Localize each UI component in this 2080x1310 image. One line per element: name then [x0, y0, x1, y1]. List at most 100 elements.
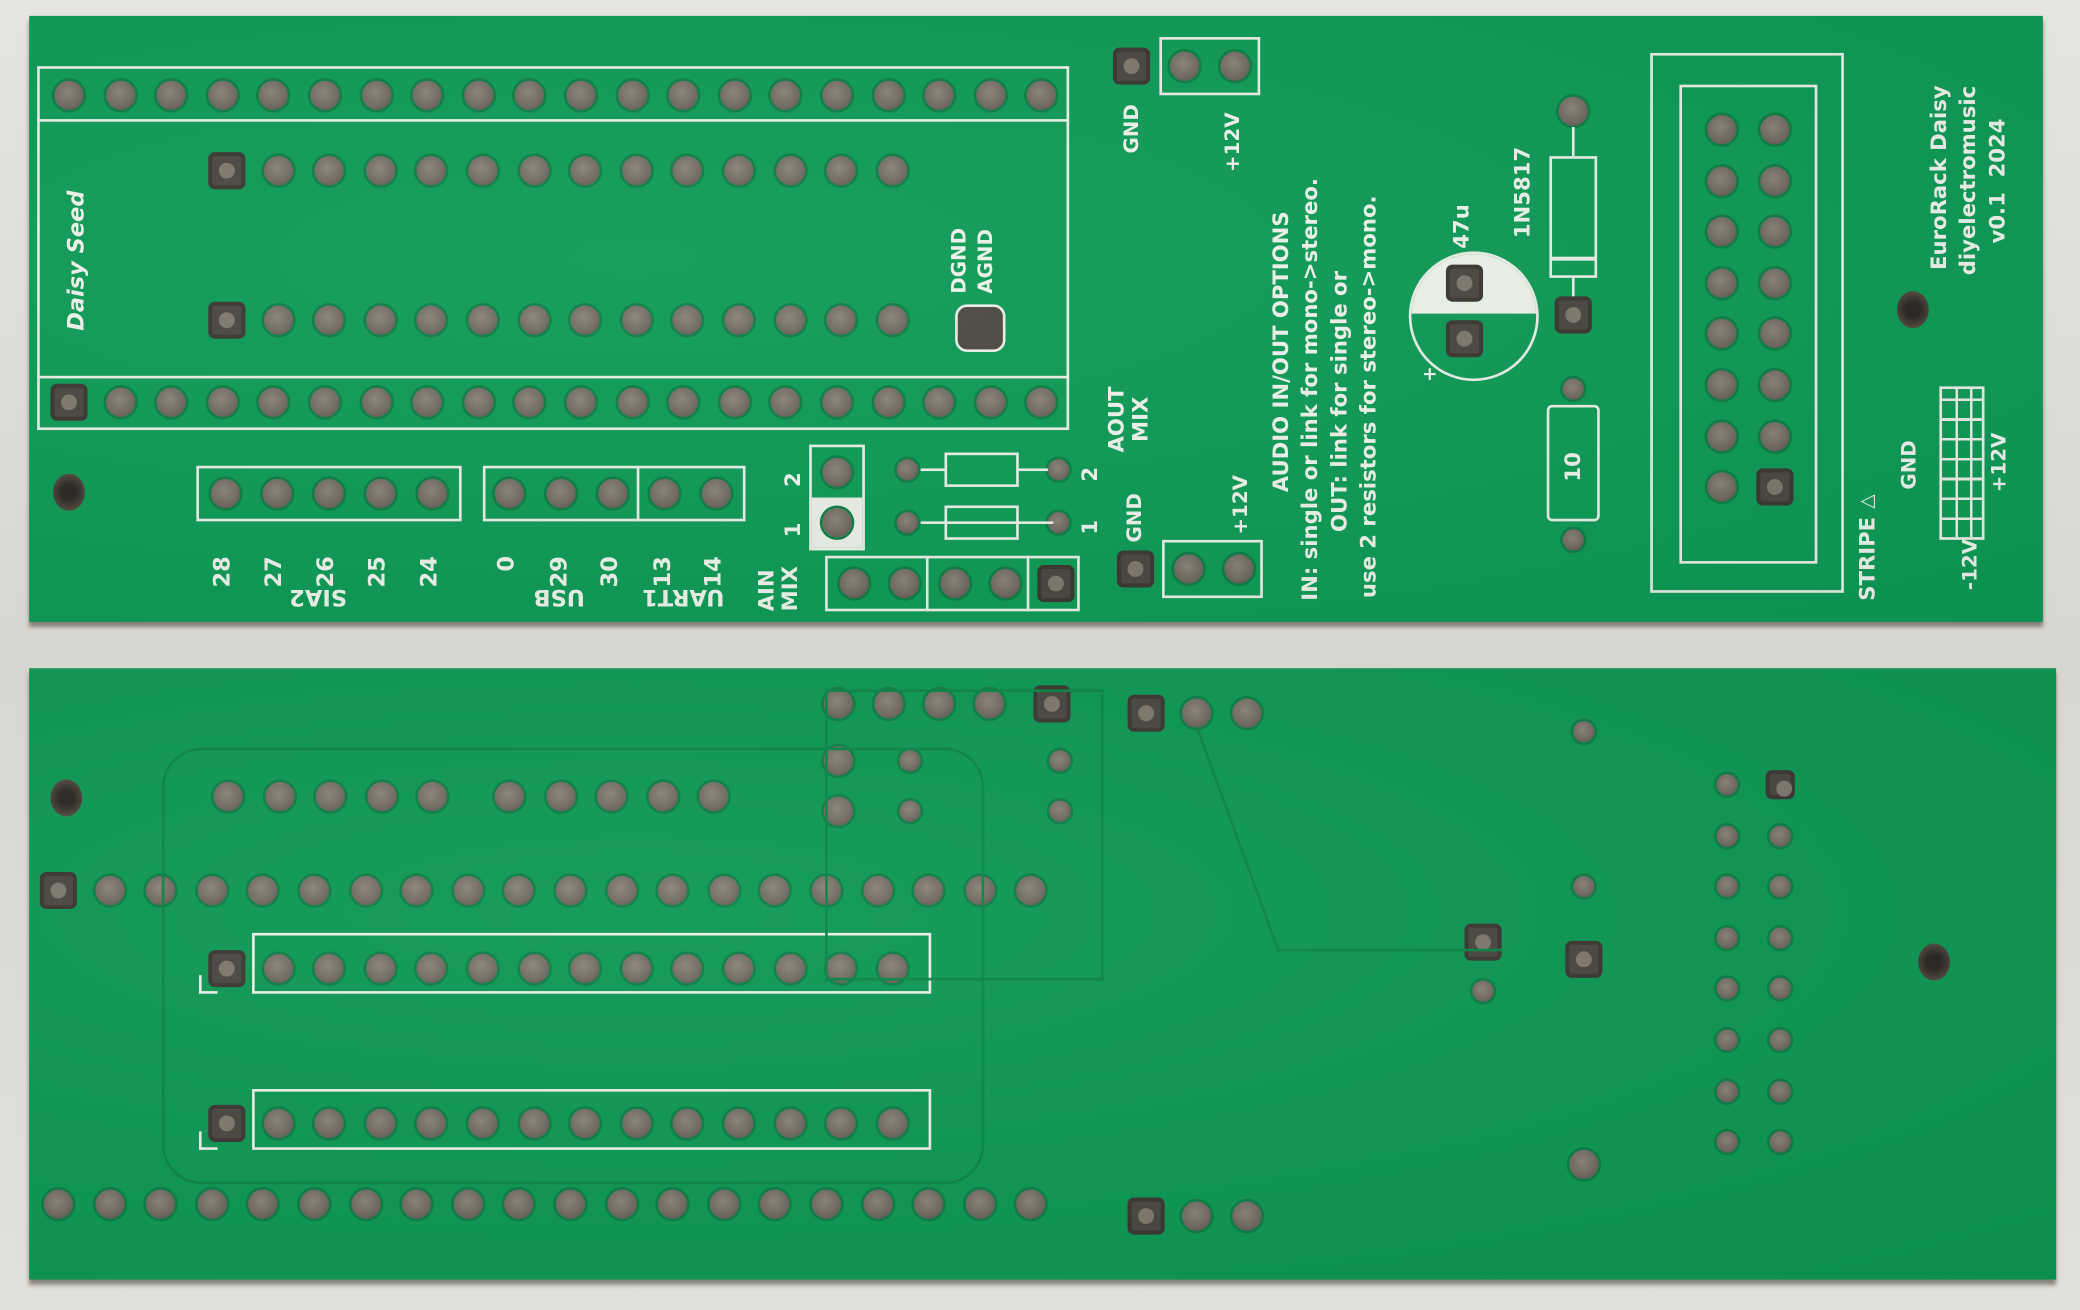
- solder-pad: [212, 954, 242, 984]
- uart1-group-label: UART1: [642, 583, 725, 611]
- solder-pad: [775, 156, 805, 186]
- solder-pad: [724, 156, 754, 186]
- power-top-gnd-label: GND: [1119, 104, 1144, 154]
- silk-divider: [636, 465, 640, 522]
- solder-pad: [1037, 689, 1067, 719]
- solder-pad: [299, 1189, 329, 1219]
- aout-mix-label: MIX: [1127, 396, 1153, 442]
- power-bottom-outline: [1162, 539, 1263, 599]
- solder-pad: [519, 305, 549, 335]
- solder-pad: [263, 156, 293, 186]
- idc-header-pin: [1760, 370, 1790, 400]
- solder-pad: [417, 1108, 447, 1138]
- idc-header-pin: [1760, 166, 1790, 196]
- solder-pad: [566, 387, 596, 417]
- solder-pad: [826, 1108, 856, 1138]
- solder-pad: [94, 1189, 125, 1219]
- solder-pad: [555, 875, 585, 906]
- diode-pin-cathode: [1558, 300, 1588, 330]
- copper-trace: [161, 747, 985, 1185]
- solder-pad: [1027, 80, 1057, 110]
- solder-pad: [402, 875, 432, 906]
- solder-pad: [519, 156, 549, 186]
- silk-corner: [198, 1131, 202, 1150]
- legend-plus12-label: +12V: [1987, 432, 2012, 493]
- solder-pad: [504, 1189, 534, 1219]
- solder-pad: [555, 1189, 585, 1219]
- solder-pad: [545, 782, 576, 812]
- power-bottom-pin: [1173, 554, 1204, 584]
- solder-pad: [453, 875, 483, 906]
- power-top-pin: [1220, 51, 1250, 81]
- power-bottom-gnd-pin: [1120, 554, 1151, 584]
- solder-pad: [1573, 721, 1595, 743]
- diode-outline: [1549, 156, 1598, 278]
- bottom-header-a-outline: [252, 932, 932, 994]
- idc-header-pin: [1760, 115, 1790, 145]
- solder-pad: [417, 479, 448, 509]
- solder-pad: [314, 479, 344, 509]
- brand-line-1: EuroRack Daisy: [1926, 85, 1952, 270]
- sia2-pin-25: 25: [364, 556, 392, 588]
- solder-pad: [811, 1189, 842, 1219]
- idc-header-pin: [1707, 115, 1737, 145]
- solder-pad: [720, 80, 750, 110]
- idc-header-pin: [1716, 876, 1738, 898]
- ain-label: AIN: [753, 569, 779, 612]
- daisy-seed-label: Daisy Seed: [63, 190, 91, 331]
- aout-resistor-pad: [896, 512, 918, 534]
- idc-header-pin: [1707, 166, 1737, 196]
- solder-pad: [248, 1189, 278, 1219]
- audio-options-out1: OUT: link for single or: [1326, 270, 1352, 532]
- solder-pad: [264, 782, 294, 812]
- solder-pad: [417, 305, 447, 335]
- solder-pad: [621, 156, 652, 186]
- idc-header-pin: [1769, 978, 1791, 1000]
- solder-pad: [367, 782, 397, 812]
- solder-pad: [263, 1108, 293, 1138]
- idc-header-pin: [1707, 217, 1737, 247]
- solder-pad: [468, 954, 498, 984]
- audio-options-title: AUDIO IN/OUT OPTIONS: [1268, 211, 1294, 493]
- solder-pad: [259, 387, 289, 417]
- capacitor-pin-pos: [1449, 324, 1480, 354]
- solder-pad: [412, 80, 442, 110]
- dgnd-label: DGND: [947, 227, 972, 294]
- solder-pad: [1181, 698, 1212, 728]
- aout-pin-1-label: 1: [1077, 519, 1103, 535]
- diode-pin-anode: [1558, 96, 1588, 126]
- solder-pad: [417, 156, 447, 186]
- power-top-gnd-pin: [1116, 51, 1147, 81]
- solder-pad: [299, 875, 329, 906]
- solder-pad: [1232, 1201, 1262, 1231]
- solder-pad: [607, 875, 637, 906]
- aout-resistor-pad: [1047, 512, 1070, 534]
- ain-pin-1-label: 1: [779, 522, 806, 538]
- ain-pin-2-label: 2: [779, 472, 806, 487]
- solder-pad: [156, 80, 186, 110]
- silk-divider: [925, 555, 929, 612]
- solder-pad: [207, 80, 238, 110]
- solder-pad: [775, 954, 805, 984]
- capacitor-pin-neg: [1449, 268, 1480, 298]
- solder-pad: [315, 782, 346, 812]
- idc-header-pin: [1716, 1131, 1738, 1153]
- idc-header-pin: [1769, 1080, 1791, 1102]
- solder-pad: [570, 1108, 600, 1138]
- solder-pad: [402, 1189, 432, 1219]
- solder-pad: [823, 689, 853, 719]
- solder-pad: [570, 954, 600, 984]
- idc-header-pin: [1769, 774, 1793, 797]
- power-top-12v-label: +12V: [1220, 112, 1245, 173]
- idc-header-pin: [1707, 268, 1737, 298]
- idc-header-pin: [1716, 825, 1738, 847]
- solder-pad: [197, 1189, 227, 1219]
- solder-pad: [1468, 927, 1498, 957]
- audio-jack-pin: [990, 568, 1021, 599]
- agnd-label: AGND: [973, 229, 998, 294]
- solder-pad: [1573, 875, 1595, 898]
- solder-pad: [212, 1108, 242, 1138]
- idc-header-pin: [1716, 774, 1738, 796]
- solder-pad: [771, 80, 801, 110]
- solder-pad: [546, 479, 576, 509]
